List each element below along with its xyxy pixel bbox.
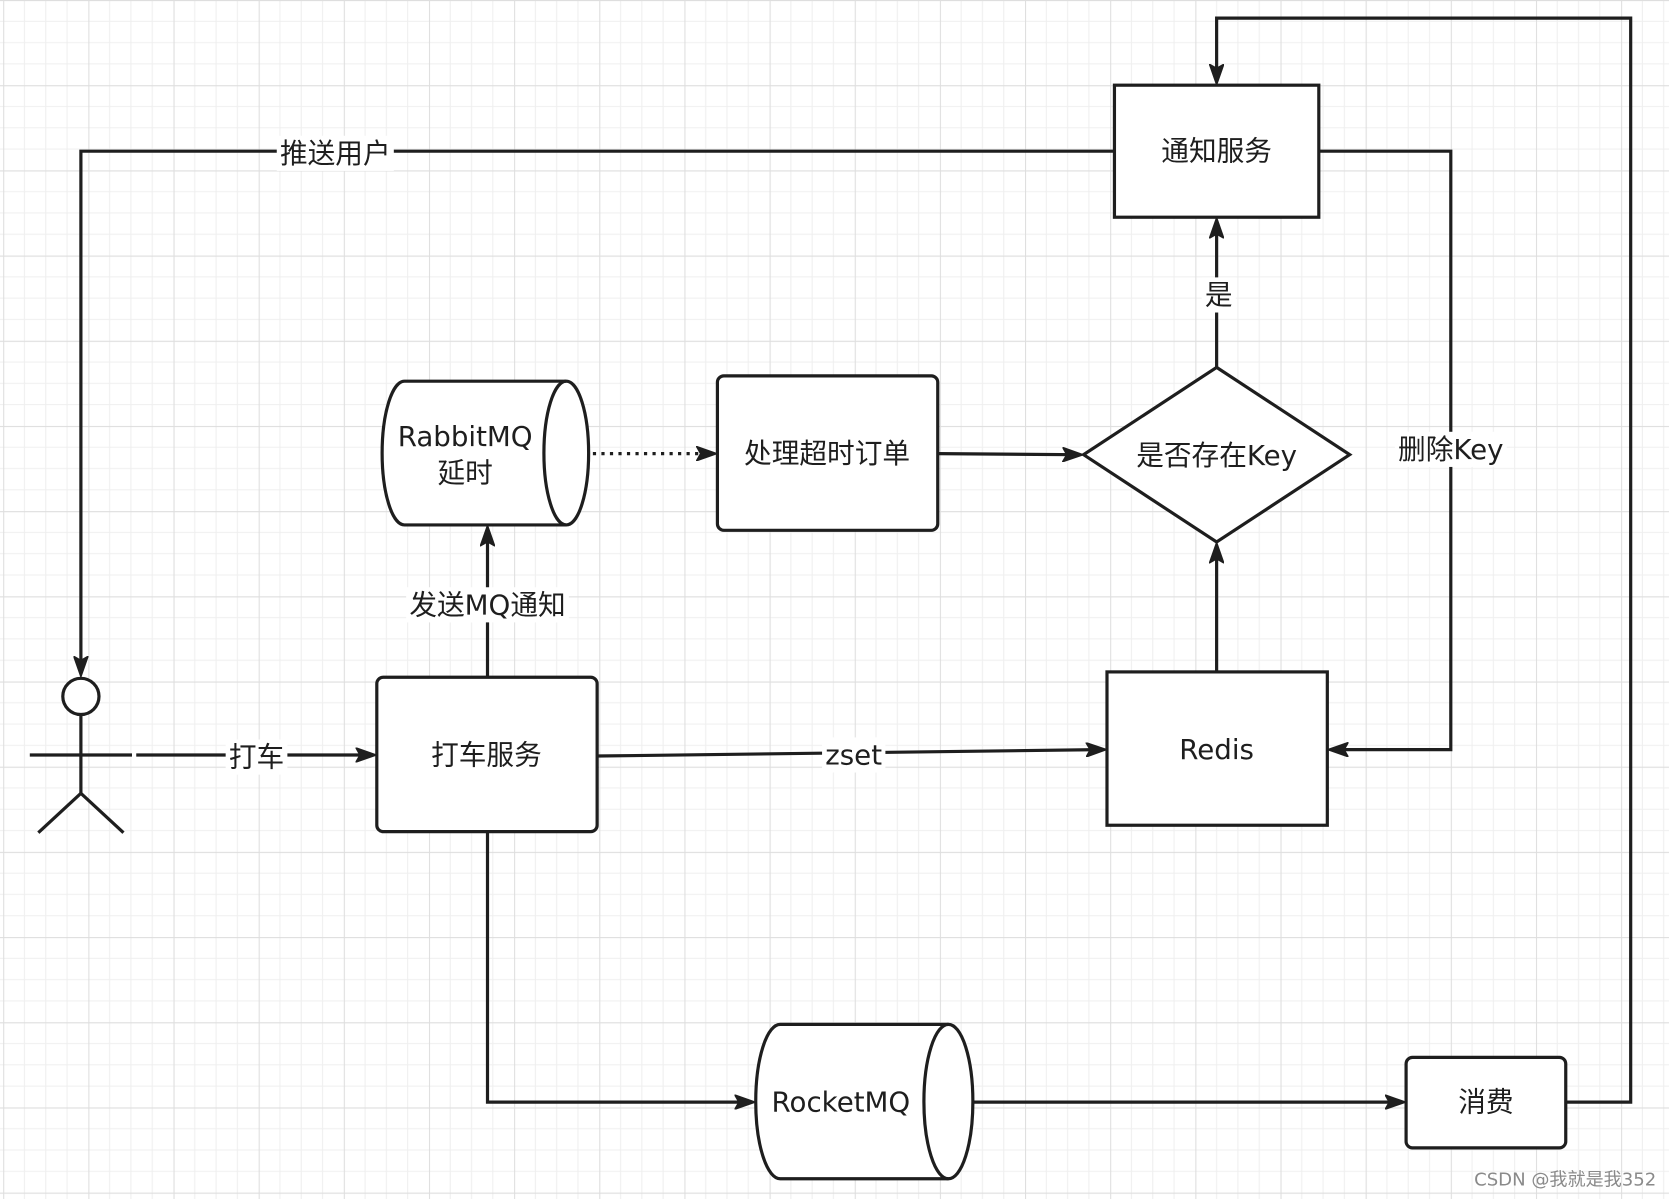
edge-label-hail-text: 打车: [229, 741, 284, 774]
edge-label-yes: 是: [1201, 277, 1236, 313]
node-taxi-service: 打车服务: [375, 675, 599, 834]
node-rocketmq: RocketMQ: [754, 1022, 975, 1181]
label-background: [1394, 431, 1507, 467]
node-consume-label: 消费: [1458, 1086, 1513, 1119]
edge-handle-timeout-to-key-check: [937, 454, 1075, 455]
node-taxi-service-label: 打车服务: [431, 738, 542, 771]
label-background: [276, 135, 394, 171]
edge-label-delete-key-text: 删除Key: [1398, 433, 1503, 466]
edge-consume-to-notify-service: [1217, 16, 1633, 1104]
label-background: [225, 739, 288, 775]
edge-label-hail: 打车: [225, 739, 288, 775]
actor-head: [61, 676, 101, 717]
watermark-text: CSDN @我就是我352: [1474, 1169, 1656, 1190]
node-consume-box: [1404, 1055, 1568, 1150]
node-key-exists-label: 是否存在Key: [1136, 439, 1297, 472]
node-handle-timeout-order-box: [715, 374, 940, 532]
edge-label-yes-text: 是: [1205, 278, 1233, 311]
edge-label-send-mq-text: 发送MQ通知: [409, 588, 565, 621]
node-redis-box: [1105, 670, 1329, 827]
node-rocketmq-cylinder-cap: [922, 1022, 949, 1181]
actor-user-icon: [29, 676, 132, 834]
edge-label-push-user-text: 推送用户: [280, 137, 391, 170]
edge-label-zset-text: zset: [825, 738, 882, 771]
edge-label-zset: zset: [822, 737, 886, 773]
label-background: [1201, 277, 1236, 313]
node-taxi-service-box: [375, 675, 599, 834]
node-key-exists-diamond: [1080, 365, 1353, 544]
edge-taxi-service-to-rocketmq: [485, 831, 748, 1102]
node-notify-service: 通知服务: [1112, 83, 1321, 219]
node-handle-timeout-order: 处理超时订单: [715, 374, 940, 532]
node-consume: 消费: [1404, 1055, 1568, 1150]
node-rabbitmq-delay-queue: RabbitMQ 延时: [380, 379, 591, 527]
label-background: [406, 587, 569, 623]
actor-right-leg: [79, 792, 125, 834]
edge-label-push-user: 推送用户: [276, 135, 394, 171]
node-rocketmq-label: RocketMQ: [772, 1086, 911, 1119]
node-redis-label: Redis: [1179, 733, 1254, 766]
edge-label-send-mq: 发送MQ通知: [406, 587, 569, 623]
node-handle-timeout-order-label: 处理超时订单: [744, 437, 910, 470]
node-rabbitmq-label-line2: 延时: [437, 456, 492, 489]
node-key-exists-decision: 是否存在Key: [1080, 365, 1353, 544]
actor-left-leg: [37, 792, 82, 834]
edge-label-delete-key: 删除Key: [1394, 431, 1507, 467]
node-notify-service-label: 通知服务: [1161, 135, 1272, 168]
node-redis: Redis: [1105, 670, 1329, 827]
node-rabbitmq-label-line1: RabbitMQ: [398, 420, 533, 453]
label-background: [822, 737, 886, 773]
edge-notify-service-to-user: [81, 149, 1115, 669]
node-notify-service-box: [1112, 83, 1321, 219]
node-rabbitmq-cylinder-cap: [542, 379, 567, 527]
